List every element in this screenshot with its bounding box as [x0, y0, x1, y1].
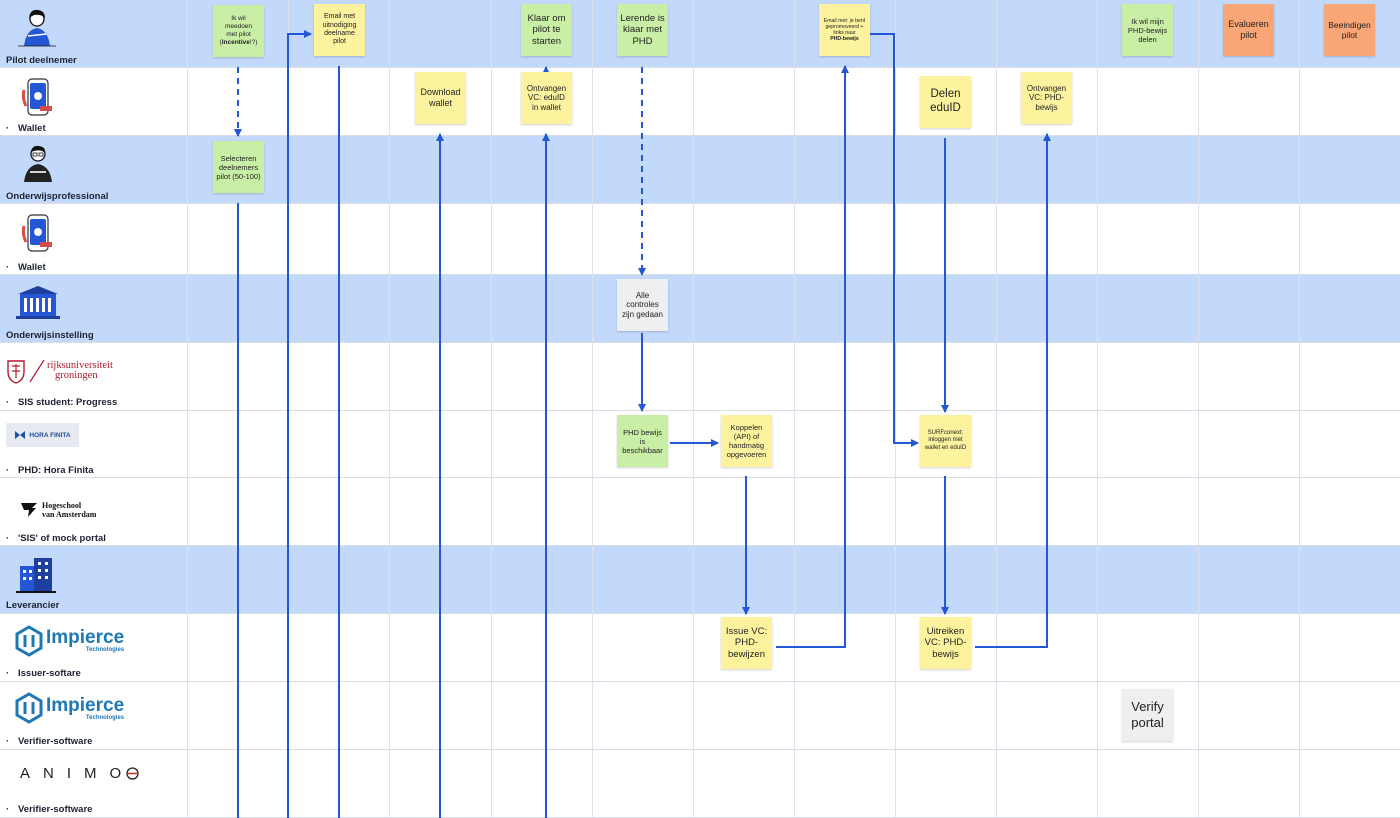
- lane-title-phd-hora-finita: ·PHD: Hora Finita: [6, 465, 94, 476]
- lane-title-verifier-software: ·Verifier-software: [6, 736, 93, 747]
- lane-wallet-2: [0, 204, 1400, 275]
- animo-logo: ANIMO: [20, 765, 139, 782]
- note-phd-bewijs-beschikbaar[interactable]: PHD bewijs is beschikbaar: [617, 415, 668, 467]
- column-divider: [794, 0, 795, 818]
- column-divider: [187, 0, 188, 818]
- lane-issuer-software: [0, 614, 1400, 682]
- lane-onderwijsinstelling: [0, 275, 1400, 343]
- person-avatar-icon: [18, 9, 56, 47]
- note-koppelen-api[interactable]: Koppelen (API) of handmatig opgevoeren: [721, 415, 772, 467]
- column-divider: [592, 0, 593, 818]
- note-selecteren-deelnemers[interactable]: Selecteren deelnemers pilot (50-100): [213, 141, 264, 193]
- hora-finita-mark-icon: [15, 431, 26, 439]
- lane-phd-hora-finita: [0, 411, 1400, 478]
- column-divider: [996, 0, 997, 818]
- lane-title-onderwijsinstelling: Onderwijsinstelling: [6, 330, 94, 341]
- note-email-gepromoveerd[interactable]: Email met: je bent gepromoveerd + links …: [819, 4, 870, 56]
- note-uitreiken-vc-phd-bewijs[interactable]: Uitreiken VC: PHD-bewijs: [920, 617, 971, 669]
- lane-leverancier: [0, 546, 1400, 614]
- impierce-logo-name: Impierce: [46, 695, 125, 716]
- lane-onderwijsprofessional: [0, 136, 1400, 204]
- professional-person-icon: [24, 145, 52, 182]
- note-ontvangen-vc-eduid[interactable]: Ontvangen VC: eduID in wallet: [521, 72, 572, 124]
- column-divider: [288, 0, 289, 818]
- column-divider: [491, 0, 492, 818]
- animo-logo-mark-icon: [126, 767, 139, 780]
- rug-logo-text: rijksuniversiteit groningen: [47, 360, 113, 381]
- note-delen-eduid[interactable]: Delen eduID: [920, 76, 971, 128]
- lane-title-wallet: ·Wallet: [6, 262, 46, 273]
- note-ik-wil-phd-bewijs-delen[interactable]: Ik wil mijn PHD-bewijs delen: [1122, 4, 1173, 56]
- institution-building-icon: [16, 286, 60, 319]
- column-divider: [389, 0, 390, 818]
- note-ontvangen-vc-phd-bewijs[interactable]: Ontvangen VC: PHD-bewijs: [1021, 72, 1072, 124]
- phone-wallet-icon: [21, 78, 52, 116]
- supplier-building-icon: [16, 558, 56, 593]
- note-email-uitnodiging[interactable]: Email met uitnodiging deelname pilot: [314, 4, 365, 56]
- column-divider: [895, 0, 896, 818]
- hva-logo-icon: [21, 503, 37, 517]
- lane-verifier-software-1: [0, 682, 1400, 750]
- note-beeindigen-pilot[interactable]: Beeindigen pilot: [1324, 4, 1375, 56]
- note-download-wallet[interactable]: Download wallet: [415, 72, 466, 124]
- lane-title-pilot-deelnemer: Pilot deelnemer: [6, 55, 77, 66]
- hora-finita-logo: HORA FINITA: [6, 423, 79, 447]
- lane-wallet-1: [0, 68, 1400, 136]
- note-evalueren-pilot[interactable]: Evalueren pilot: [1223, 4, 1274, 56]
- lane-title-sis-student: ·SIS student: Progress: [6, 397, 118, 408]
- rug-logo-line-1: rijksuniversiteit: [47, 360, 113, 371]
- impierce-logo-text: Impierce Technologies: [46, 628, 124, 653]
- phone-wallet-icon: [21, 214, 52, 252]
- lane-verifier-software-2: [0, 750, 1400, 818]
- note-surfconext-inloggen[interactable]: SURFconext: inloggen met wallet en eduID: [920, 415, 971, 467]
- impierce-logo-sub: Technologies: [85, 715, 125, 721]
- note-alle-controles-gedaan[interactable]: Alle controles zijn gedaan: [617, 279, 668, 331]
- hva-logo-line-2: van Amsterdam: [42, 510, 97, 519]
- impierce-logo-sub: Technologies: [85, 647, 125, 653]
- hora-finita-logo-text: HORA FINITA: [29, 431, 71, 439]
- impierce-logo-icon: [15, 692, 43, 724]
- lane-title-leverancier: Leverancier: [6, 600, 60, 611]
- lane-pilot-deelnemer: [0, 0, 1400, 68]
- impierce-logo-name: Impierce: [46, 627, 125, 648]
- lane-title-verifier-software: ·Verifier-software: [6, 804, 93, 815]
- lane-title-onderwijsprofessional: Onderwijsprofessional: [6, 191, 109, 202]
- lane-title-issuer-software: ·Issuer-softare: [6, 668, 81, 679]
- column-divider: [1097, 0, 1098, 818]
- animo-logo-text: ANIMO: [20, 765, 135, 782]
- column-divider: [693, 0, 694, 818]
- lane-sis-mock-portal: [0, 478, 1400, 546]
- note-issue-vc-phd-bewijzen[interactable]: Issue VC: PHD-bewijzen: [721, 617, 772, 669]
- rug-logo-line-2: groningen: [55, 370, 98, 381]
- note-verify-portal[interactable]: Verify portal: [1122, 689, 1173, 741]
- rug-crest-icon: [7, 359, 45, 384]
- note-ik-wil-meedoen[interactable]: Ik wil meedoen met pilot (Incentive!?): [213, 5, 264, 57]
- hva-logo-text: Hogeschool van Amsterdam: [42, 501, 96, 519]
- note-klaar-om-pilot-te-starten[interactable]: Klaar om pilot te starten: [521, 4, 572, 56]
- column-divider: [1198, 0, 1199, 818]
- lane-title-sis-mock-portal: ·'SIS' of mock portal: [6, 533, 106, 544]
- impierce-logo-text: Impierce Technologies: [46, 696, 124, 721]
- column-divider: [1299, 0, 1300, 818]
- lane-title-wallet: ·Wallet: [6, 123, 46, 134]
- hva-logo-line-1: Hogeschool: [42, 501, 82, 510]
- lane-sis-student: [0, 343, 1400, 411]
- impierce-logo-icon: [15, 625, 43, 657]
- note-lerende-klaar-met-phd[interactable]: Lerende is klaar met PHD: [617, 4, 668, 56]
